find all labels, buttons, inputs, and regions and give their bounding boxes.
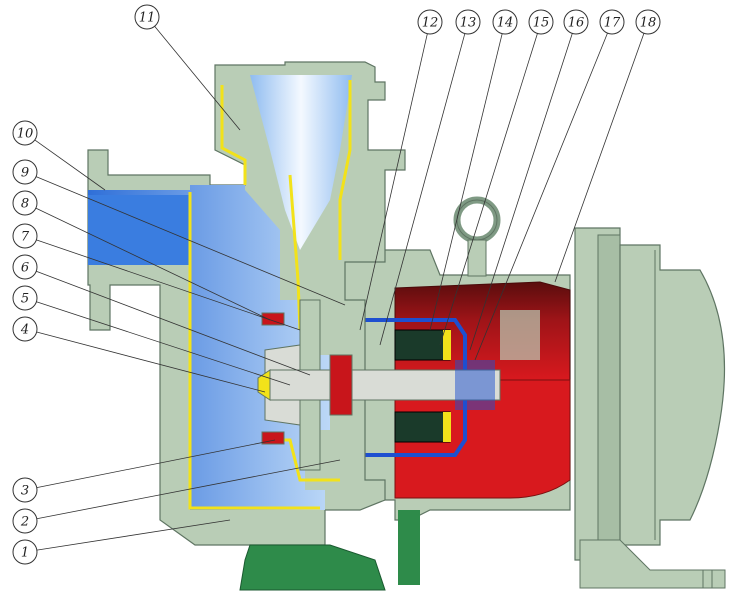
leader-line-8 <box>35 207 271 321</box>
callout-15: 15 <box>528 9 554 35</box>
callout-circle <box>12 477 38 503</box>
leader-line-1 <box>36 519 231 551</box>
callout-number: 8 <box>21 197 29 212</box>
callout-circle <box>12 223 38 249</box>
callout-number: 17 <box>604 16 621 31</box>
callout-circle <box>12 539 38 565</box>
leader-line-6 <box>36 270 311 376</box>
leader-line-14 <box>429 33 503 331</box>
callout-number: 2 <box>20 515 29 530</box>
callout-circle <box>599 9 625 35</box>
callout-circle <box>492 9 518 35</box>
leader-line-3 <box>36 439 276 489</box>
callout-3: 3 <box>12 477 38 503</box>
callout-number: 1 <box>21 546 29 561</box>
leader-line-9 <box>35 176 346 306</box>
callout-number: 6 <box>21 261 29 276</box>
leader-line-13 <box>379 33 466 346</box>
callout-circle <box>12 120 38 146</box>
callout-circle <box>528 9 554 35</box>
callout-13: 13 <box>455 9 481 35</box>
callout-number: 13 <box>460 16 477 31</box>
callout-number: 14 <box>497 16 514 31</box>
fluid-path <box>88 75 352 510</box>
callout-18: 18 <box>635 9 661 35</box>
leader-line-10 <box>34 139 106 191</box>
leader-line-11 <box>154 26 241 131</box>
leader-lines <box>34 26 645 551</box>
callout-11: 11 <box>134 4 160 30</box>
callout-2: 2 <box>12 508 38 534</box>
ptfe-lining <box>188 80 352 510</box>
callout-circle <box>12 285 38 311</box>
pump-foot <box>579 539 726 589</box>
callout-6: 6 <box>12 254 38 280</box>
leader-line-16 <box>469 33 573 351</box>
callout-circle <box>12 254 38 280</box>
callout-number: 11 <box>139 11 156 26</box>
callout-14: 14 <box>492 9 518 35</box>
inner-magnet-top <box>394 329 451 361</box>
callout-number: 3 <box>21 484 29 499</box>
shaft-sleeve <box>329 354 353 416</box>
callout-4: 4 <box>12 316 38 342</box>
leader-line-2 <box>36 459 341 520</box>
callout-number: 5 <box>21 292 29 307</box>
callout-7: 7 <box>12 223 38 249</box>
leader-line-17 <box>474 32 608 361</box>
motor-flange <box>574 227 726 561</box>
pump-base <box>239 544 386 591</box>
leader-line-5 <box>36 301 291 386</box>
wear-ring-bottom <box>261 431 285 445</box>
callout-5: 5 <box>12 285 38 311</box>
callout-number: 7 <box>21 230 30 245</box>
callout-16: 16 <box>563 9 589 35</box>
callout-circle <box>12 508 38 534</box>
leader-line-4 <box>36 331 266 393</box>
callout-1: 1 <box>12 539 38 565</box>
callout-number: 15 <box>533 16 550 31</box>
callout-number: 9 <box>21 166 29 181</box>
callout-number: 18 <box>640 16 657 31</box>
callout-12: 12 <box>417 9 443 35</box>
inner-magnet-bottom <box>394 411 451 443</box>
callout-circle <box>455 9 481 35</box>
callout-10: 10 <box>12 120 38 146</box>
callout-circle <box>417 9 443 35</box>
callout-circle <box>563 9 589 35</box>
wear-ring-top <box>261 312 285 326</box>
callout-circle <box>134 4 160 30</box>
leader-line-12 <box>359 33 428 331</box>
leader-line-18 <box>554 33 645 283</box>
callout-number: 16 <box>568 16 585 31</box>
callout-circle <box>12 190 38 216</box>
callout-number: 12 <box>422 16 439 31</box>
leader-line-15 <box>439 33 538 346</box>
callout-number: 4 <box>20 323 29 338</box>
lifting-eye <box>453 196 501 277</box>
callout-17: 17 <box>599 9 625 35</box>
callout-circle <box>12 316 38 342</box>
callout-circle <box>635 9 661 35</box>
callout-8: 8 <box>12 190 38 216</box>
callout-9: 9 <box>12 159 38 185</box>
callout-circle <box>12 159 38 185</box>
leader-line-7 <box>36 239 301 331</box>
callout-number: 10 <box>17 127 34 142</box>
